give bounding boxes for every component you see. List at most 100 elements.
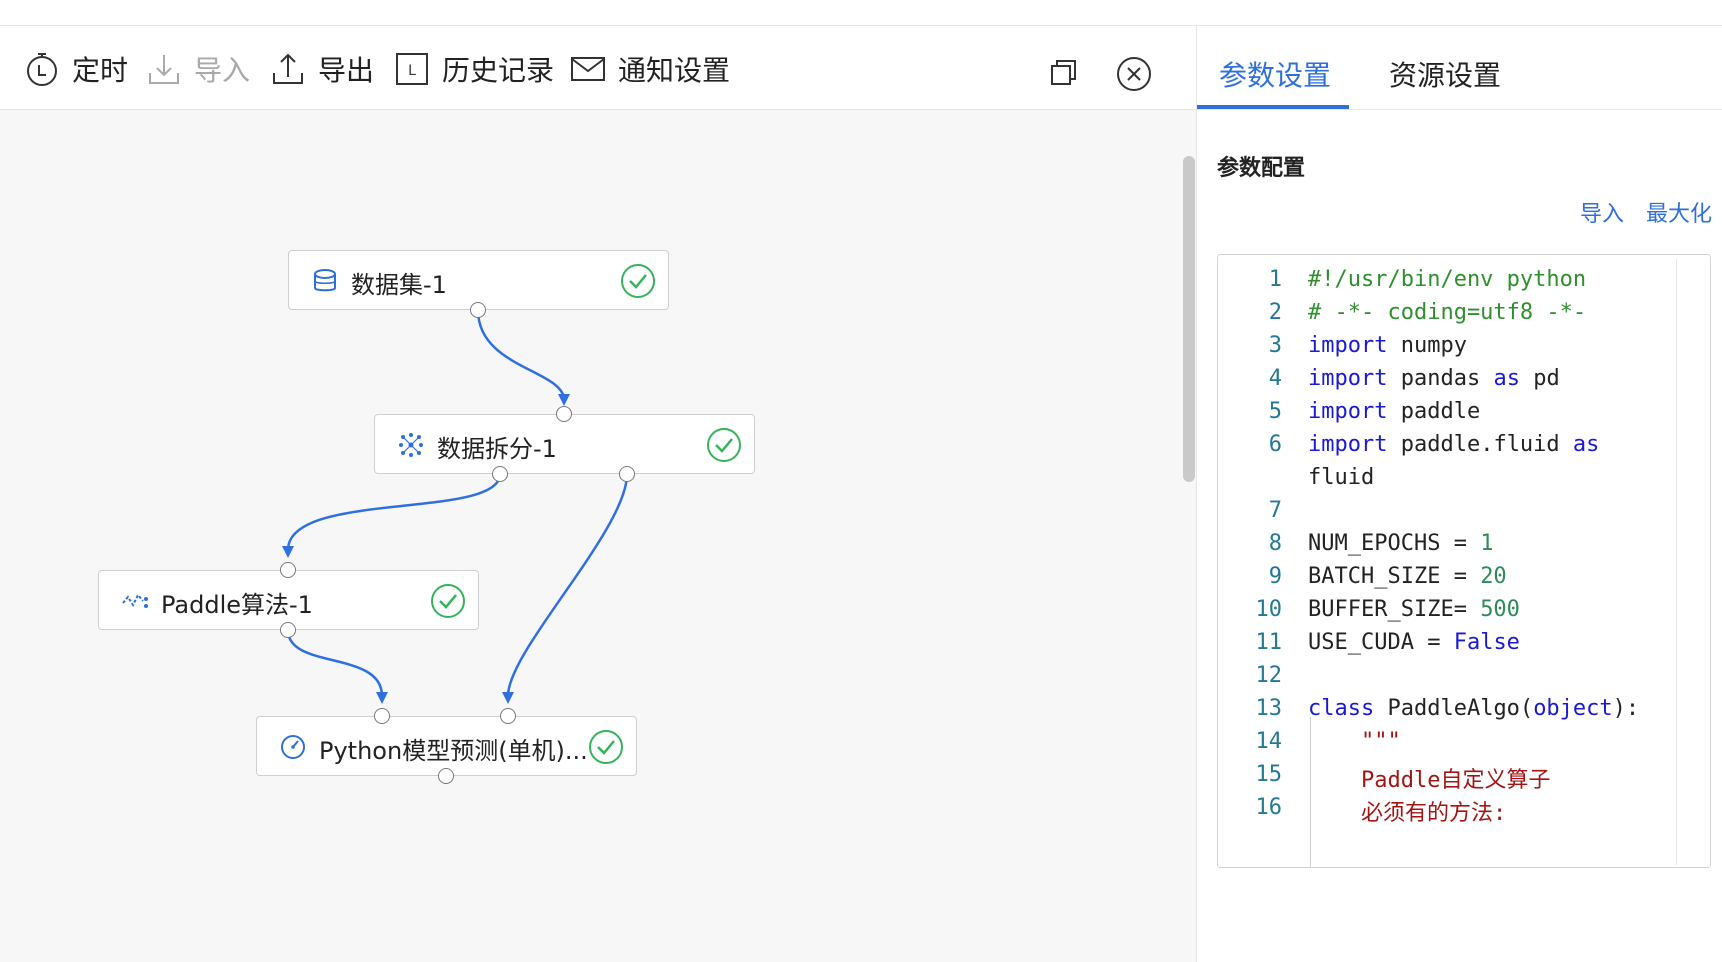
upload-icon	[270, 51, 306, 87]
close-button[interactable]	[1114, 54, 1154, 94]
history-icon: L	[394, 51, 430, 87]
line-number: 9	[1268, 564, 1282, 589]
line-number: 15	[1255, 762, 1283, 787]
line-code: import numpy	[1308, 333, 1467, 358]
node-data-split[interactable]: 数据拆分-1	[374, 414, 755, 474]
success-check-icon	[430, 583, 466, 619]
code-line[interactable]: 10 BUFFER_SIZE= 500	[1218, 597, 1674, 633]
line-code: import paddle.fluid as	[1308, 432, 1599, 457]
line-number: 13	[1255, 696, 1283, 721]
line-code: 必须有的方法:	[1308, 795, 1506, 827]
node-data-split-output-port-1[interactable]	[492, 466, 508, 482]
import-link[interactable]: 导入	[1579, 202, 1624, 227]
edge-split-paddle[interactable]	[286, 473, 502, 551]
code-token: paddle	[1387, 399, 1481, 424]
line-number: 1	[1268, 267, 1282, 292]
line-code: import paddle	[1308, 399, 1480, 424]
code-editor[interactable]: 1 #!/usr/bin/env python 2# -*- coding=utf8…	[1217, 254, 1711, 868]
node-paddle-algorithm-input-port[interactable]	[280, 562, 296, 578]
close-circle-icon	[1117, 57, 1151, 91]
maximize-link[interactable]: 最大化	[1645, 202, 1712, 227]
line-number: 6	[1268, 432, 1282, 457]
tab-parameter-settings[interactable]: 参数设置	[1219, 59, 1332, 92]
download-icon	[146, 51, 182, 87]
node-paddle-algorithm-output-port[interactable]	[280, 622, 296, 638]
line-code: BATCH_SIZE = 20	[1308, 564, 1507, 589]
line-number: 16	[1255, 795, 1283, 820]
code-token: 500	[1480, 597, 1520, 622]
code-line[interactable]: 13 class PaddleAlgo(object):	[1218, 696, 1674, 732]
code-line[interactable]: 3 import numpy	[1218, 333, 1674, 369]
code-line[interactable]: 9 BATCH_SIZE = 20	[1218, 564, 1674, 600]
code-line[interactable]: fluid	[1218, 465, 1674, 501]
canvas-scrollbar[interactable]	[1182, 110, 1196, 962]
line-number: 8	[1268, 531, 1282, 556]
node-data-split-input-port[interactable]	[556, 406, 572, 422]
code-token: BATCH_SIZE =	[1308, 564, 1481, 589]
line-number: 3	[1268, 333, 1282, 358]
success-check-icon	[706, 427, 742, 463]
mail-icon	[570, 51, 606, 87]
success-check-icon	[620, 263, 656, 299]
code-line[interactable]: 7	[1218, 498, 1674, 534]
code-line[interactable]: 2# -*- coding=utf8 -*-	[1218, 300, 1674, 336]
code-line[interactable]: 15 Paddle自定义算子	[1218, 762, 1674, 798]
code-token: object	[1533, 696, 1613, 721]
code-token: USE_CUDA =	[1308, 630, 1454, 655]
code-token: BUFFER_SIZE=	[1308, 597, 1481, 622]
export-label: 导出	[318, 54, 375, 87]
node-paddle-algorithm[interactable]: Paddle算法-1	[98, 570, 479, 630]
workflow-panel: 定时 导入 导出 L 历史记录	[0, 26, 1196, 962]
schedule-button[interactable]: 定时	[24, 48, 128, 90]
code-token: ):	[1612, 696, 1640, 721]
node-dataset[interactable]: 数据集-1	[288, 250, 669, 310]
line-code: BUFFER_SIZE= 500	[1308, 597, 1520, 622]
edge-dataset-split[interactable]	[476, 309, 566, 401]
node-python-predict[interactable]: Python模型预测(单机)...	[256, 716, 637, 776]
code-token: as	[1493, 366, 1520, 391]
code-token: paddle.fluid	[1387, 432, 1573, 457]
notify-label: 通知设置	[618, 54, 731, 87]
algorithm-icon	[121, 587, 149, 615]
line-number: 4	[1268, 366, 1282, 391]
code-token: NUM_EPOCHS =	[1308, 531, 1481, 556]
tab-resource-settings[interactable]: 资源设置	[1389, 59, 1502, 92]
code-line[interactable]: 14 """	[1218, 729, 1674, 765]
editor-ruler	[1676, 259, 1677, 865]
code-line[interactable]: 16 必须有的方法:	[1218, 795, 1674, 831]
canvas-scrollbar-thumb[interactable]	[1183, 156, 1195, 482]
node-python-predict-input-port-2[interactable]	[500, 708, 516, 724]
code-token: import	[1308, 432, 1388, 457]
node-dataset-output-port[interactable]	[470, 302, 486, 318]
node-data-split-output-port-2[interactable]	[619, 466, 635, 482]
history-icon-letter: L	[408, 63, 416, 79]
node-data-split-label: 数据拆分-1	[437, 435, 557, 463]
line-code: #!/usr/bin/env python	[1308, 267, 1586, 292]
node-python-predict-output-port[interactable]	[438, 768, 454, 784]
code-line[interactable]: 1 #!/usr/bin/env python	[1218, 267, 1674, 303]
fullscreen-button[interactable]	[1044, 54, 1084, 94]
code-token: fluid	[1308, 465, 1375, 490]
line-code: class PaddleAlgo(object):	[1308, 696, 1639, 721]
node-python-predict-input-port-1[interactable]	[374, 708, 390, 724]
toolbar: 定时 导入 导出 L 历史记录	[0, 26, 1196, 110]
export-button[interactable]: 导出	[270, 48, 374, 90]
import-button[interactable]: 导入	[146, 48, 250, 90]
edge-paddle-predict[interactable]	[286, 629, 384, 697]
code-line[interactable]: 6 import paddle.fluid as	[1218, 432, 1674, 468]
history-button[interactable]: L 历史记录	[394, 48, 554, 90]
import-label: 导入	[194, 54, 251, 87]
code-line[interactable]: 12	[1218, 663, 1674, 699]
line-number: 10	[1255, 597, 1283, 622]
edge-split-predict[interactable]	[506, 473, 629, 697]
code-token: import	[1308, 399, 1388, 424]
line-code: USE_CUDA = False	[1308, 630, 1520, 655]
code-token: 20	[1480, 564, 1507, 589]
notify-settings-button[interactable]: 通知设置	[570, 48, 730, 90]
line-code: """	[1308, 729, 1401, 754]
